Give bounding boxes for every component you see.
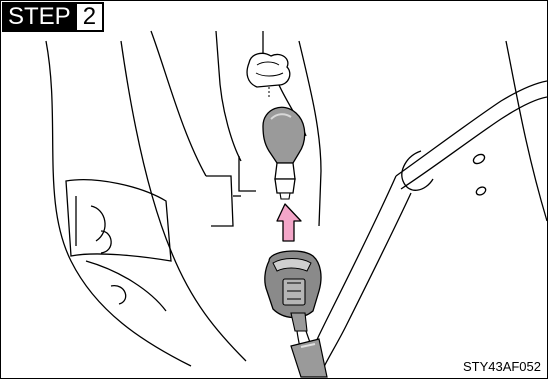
- bulb-socket: [265, 251, 327, 377]
- bulb: [263, 107, 305, 199]
- step-number: 2: [77, 2, 104, 32]
- insert-direction-arrow: [277, 204, 301, 241]
- socket-cap: [247, 53, 290, 97]
- step-badge: STEP 2: [2, 2, 104, 32]
- body-frame: [301, 41, 547, 377]
- step-label: STEP: [2, 2, 77, 32]
- figure-code: STY43AF052: [463, 359, 541, 374]
